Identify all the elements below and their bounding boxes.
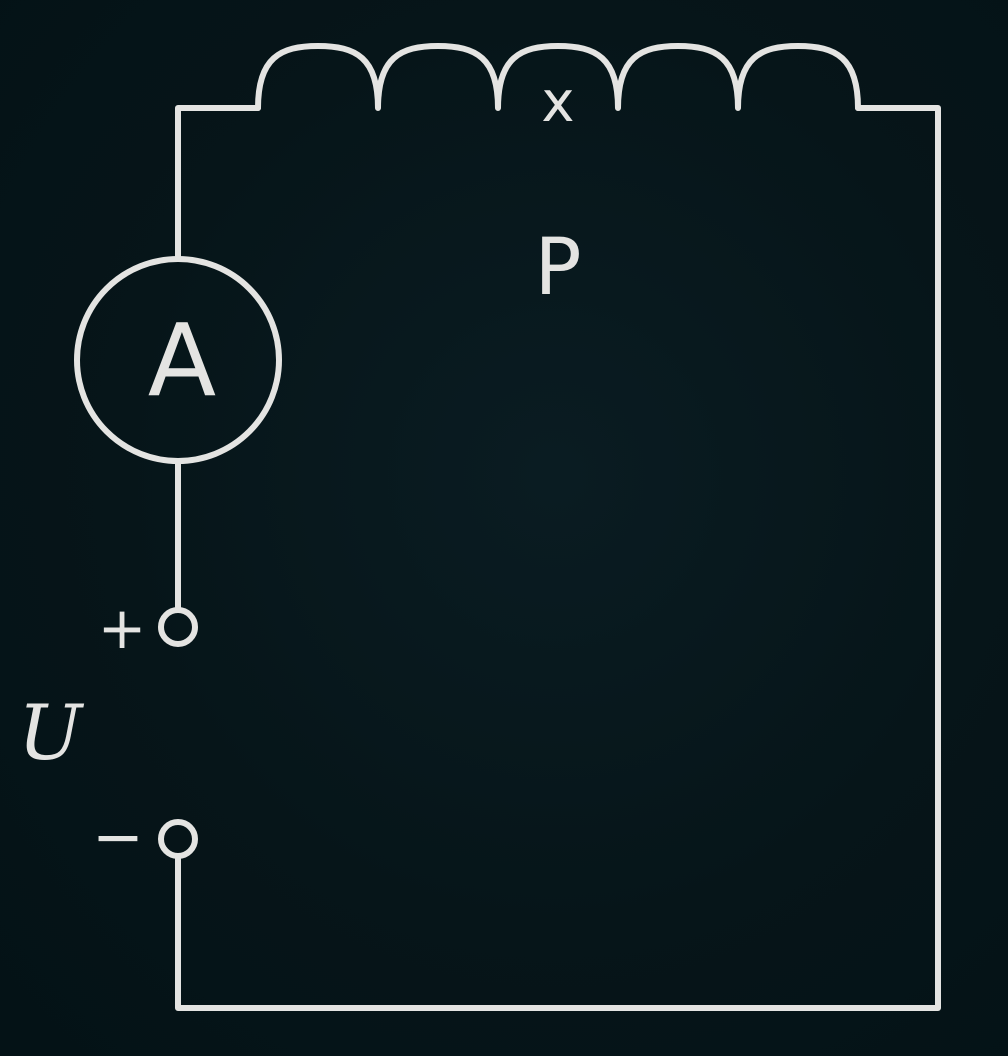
wire-top-left (175, 105, 261, 261)
ammeter-label: A (148, 302, 216, 419)
minus-label: − (92, 800, 144, 873)
ammeter: A (74, 256, 282, 464)
plus-label: + (98, 594, 147, 662)
ammeter-circle (74, 256, 282, 464)
coil-marker-label: x (541, 70, 574, 135)
wire-top-right (175, 105, 941, 1011)
terminal-negative (158, 819, 198, 859)
inductor-coil (255, 43, 861, 111)
coil-label: P (534, 223, 581, 313)
voltage-label: U (18, 688, 85, 777)
terminal-positive (158, 607, 198, 647)
